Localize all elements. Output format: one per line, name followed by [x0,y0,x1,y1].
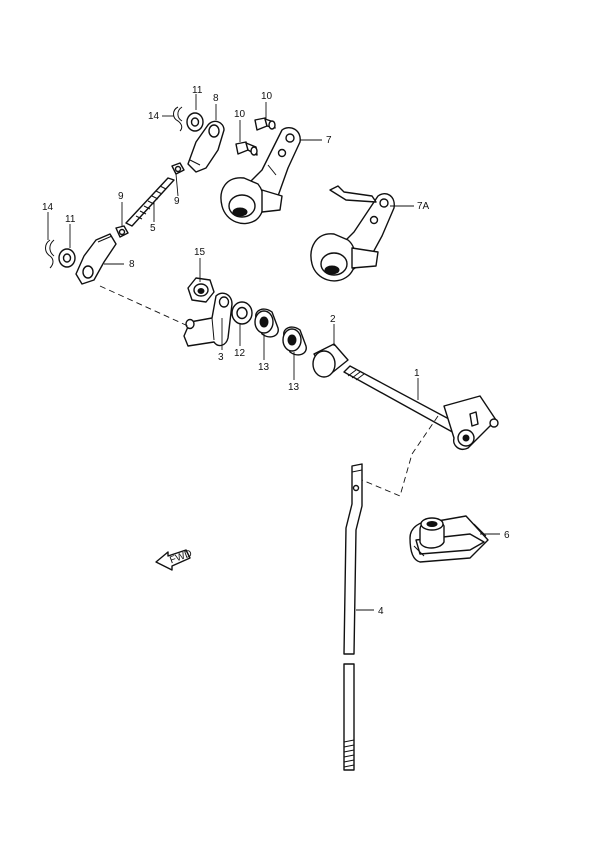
label-part-12: 12 [234,348,246,359]
label-part-15: 15 [194,247,206,258]
label-part-10-top: 10 [261,91,273,102]
label-part-6: 6 [504,530,510,541]
part-9-nut-left [115,225,129,238]
callout-labels: 14 11 8 10 10 7 7A 9 9 5 14 11 8 15 3 12… [42,85,510,617]
label-part-2: 2 [330,314,336,325]
part-1-shift-shaft [343,365,499,450]
label-part-7: 7 [326,135,332,146]
part-2-collar [312,343,349,378]
label-part-13-right: 13 [288,382,300,393]
label-part-13-left: 13 [258,362,270,373]
label-part-11-mid: 11 [65,214,76,225]
label-part-9-left: 9 [118,191,124,202]
label-part-7a: 7A [417,201,430,212]
label-part-3: 3 [218,352,224,363]
label-part-8-top: 8 [213,93,219,104]
part-11-washer-mid [58,248,76,268]
part-10-bolt-top [254,117,276,131]
label-part-5: 5 [150,223,156,234]
part-13-bushing-right [282,326,307,356]
part-9-nut-right [171,162,185,175]
part-15-bushing [187,277,215,303]
part-14-clip-mid [45,239,55,269]
part-4-shift-rod [343,463,363,771]
part-8-rod-end-top [187,120,225,173]
label-part-11-top: 11 [192,85,203,96]
part-13-bushing-left [254,308,279,338]
part-3-lever-plate [183,292,233,347]
leader-lines [47,94,500,611]
label-part-4: 4 [378,606,384,617]
part-6-boot [409,515,489,563]
label-part-14-mid: 14 [42,202,54,213]
label-part-8-mid: 8 [129,259,135,270]
part-11-washer-top [186,112,204,132]
label-part-10-mid: 10 [234,109,246,120]
assembly-lines [99,285,439,497]
part-7-shift-bracket [220,126,301,225]
part-14-clip-top [173,106,183,132]
part-10-bolt-mid [235,141,258,156]
label-part-1: 1 [414,368,420,379]
forward-arrow-icon: FWD [155,548,194,571]
part-12-washer [231,301,253,325]
label-part-14-top: 14 [148,111,160,122]
fwd-label: FWD [168,548,193,566]
part-7a-shift-bracket [310,185,395,282]
part-8-rod-end-mid [75,233,117,285]
part-5-threaded-rod [125,177,175,227]
label-part-9-right: 9 [174,196,180,207]
